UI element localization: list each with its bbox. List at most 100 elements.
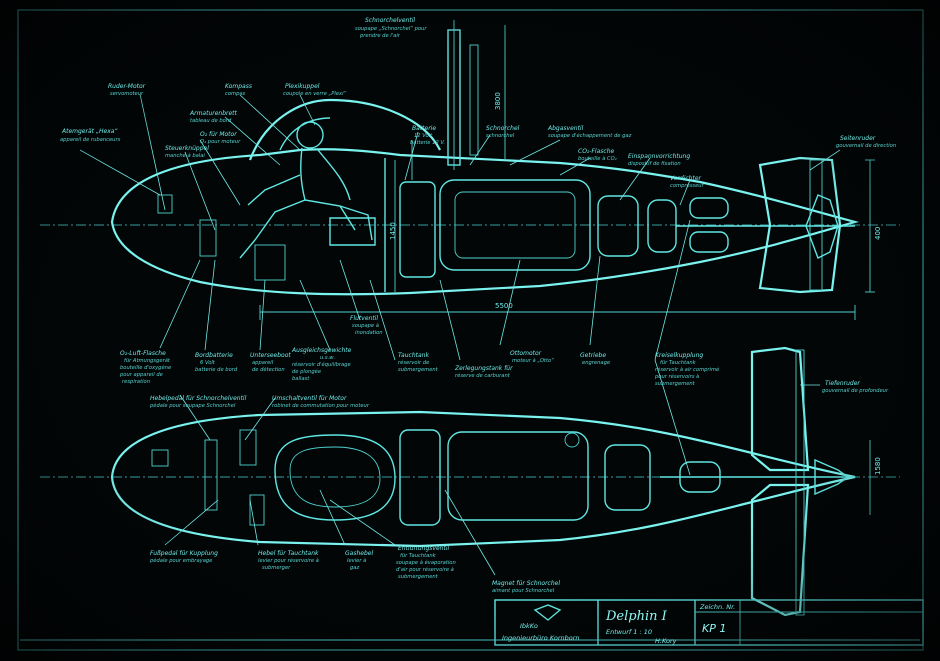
label-schnorchel-1: schnorchel	[486, 133, 515, 139]
label-bordbatterie-0: Bordbatterie	[195, 352, 233, 359]
label-ausgleich-3: de plongée	[292, 368, 321, 375]
label-kreisel-2: réservoir à air comprimé	[655, 366, 719, 373]
label-atemgeraet-1: appareil de rubanceurs	[60, 137, 121, 143]
label-einspann-1: dispositif de fixation	[628, 161, 681, 167]
label-getriebe-1: engrenage	[582, 360, 610, 366]
label-bordbatterie-2: batterie de bord	[195, 367, 238, 373]
label-tauchtank-0: Tauchtank	[398, 352, 429, 359]
label-steuerknueppel-1: manche à balai	[165, 152, 205, 159]
label-entlueft-2: soupape à évaporation	[396, 559, 456, 566]
label-gashebel-0: Gashebel	[345, 550, 373, 557]
label-seitenruder-0: Seitenruder	[840, 135, 876, 142]
label-magnet-1: aimant pour Schnorchel	[492, 588, 555, 594]
label-schnorchel-0: Schnorchel	[486, 125, 520, 132]
label-batterie-0: Batterie	[412, 125, 436, 132]
label-o2-luft-3: pour appareil de	[119, 372, 163, 378]
label-o2-luft-2: bouteille d'oxygène	[120, 364, 171, 371]
label-kreisel-1: für Tauchtank	[660, 360, 697, 366]
label-magnet-0: Magnet für Schnorchel	[492, 580, 560, 587]
label-tauchtank-2: submergement	[398, 367, 439, 373]
label-co2-flasche-1: bouteille à CO₂	[578, 155, 617, 162]
label-o2-luft-1: für Atmungsgerät	[124, 358, 171, 364]
label-ausgleich-2: réservoir d'équilibrage	[292, 361, 351, 368]
title-signature: H.Kory	[655, 637, 677, 645]
label-getriebe-0: Getriebe	[580, 352, 606, 359]
label-flutventil-0: Flutventil	[350, 315, 378, 322]
title-company: Ingenieurbüro Kornborn	[502, 634, 580, 642]
label-batterie-2: batterie 12 V.	[410, 140, 445, 146]
label-verdichter-1: compresseur	[670, 183, 705, 189]
label-armaturenbrett-0: Armaturenbrett	[189, 110, 238, 117]
label-ausgleich-1: u.s.w.	[320, 355, 335, 361]
label-seitenruder-1: gouvernail de direction	[836, 143, 896, 149]
label-umschalt-1: robinet de commutation pour moteur	[272, 403, 370, 409]
label-hebel-tauchtank-2: submerger	[262, 565, 291, 571]
labels: Schnorchelventil soupape „Schnorchel“ po…	[60, 17, 896, 645]
label-hebel-tauchtank-0: Hebel für Tauchtank	[258, 550, 319, 557]
label-entlueft-3: d'air pour réservoire à	[396, 566, 454, 573]
label-plexikuppel-0: Plexikuppel	[285, 83, 320, 90]
gear-top	[689, 197, 729, 219]
dim-height-top: 1450	[389, 222, 397, 240]
leader-lines	[79, 93, 841, 576]
label-o2-luft-4: respiration	[122, 379, 150, 385]
stern-plane-lower	[750, 483, 810, 617]
label-abgasventil-1: soupape d'échappement de gaz	[548, 132, 632, 139]
title-scale: Entwurf 1 : 10	[606, 628, 652, 636]
hull-outline-side	[110, 148, 860, 296]
stern-plane-upper	[750, 346, 810, 472]
label-o2-motor-0: O₂ für Motor	[200, 131, 237, 138]
dim-height-right: 400	[874, 227, 882, 240]
label-kompass-1: compas	[225, 91, 246, 97]
label-uboot-0: Unterseeboot	[250, 352, 291, 359]
label-handpedal-1: pédale pour soupape Schnorchel	[149, 402, 236, 409]
label-verdichter-0: Verdichter	[670, 175, 702, 182]
dim-length: 5500	[495, 302, 513, 310]
label-steuerknueppel-0: Steuerknüppel	[165, 145, 209, 152]
plan-view	[40, 346, 900, 617]
seat	[329, 217, 376, 246]
label-schnorchelventil-0: Schnorchelventil	[365, 17, 415, 24]
label-flutventil-1: soupape à	[352, 322, 379, 329]
dim-mast: 3800	[494, 92, 502, 110]
label-einspann-0: Einspannvorrichtung	[628, 153, 690, 160]
label-ausgleich-0: Ausgleichsgewichte	[291, 347, 352, 354]
label-hebel-tauchtank-1: levier pour réservoire à	[258, 557, 319, 564]
label-motor-1: réserve de carburant	[455, 372, 511, 379]
label-kreisel-4: submergement	[655, 381, 696, 387]
label-schnorchelventil-2: prendre de l'air	[359, 33, 401, 39]
label-kreisel-0: Kreiselkupplung	[655, 352, 703, 359]
company-logo-icon	[533, 604, 562, 621]
label-umschalt-0: Umschaltventil für Motor	[272, 395, 347, 402]
label-entlueft-1: für Tauchtank	[400, 553, 437, 559]
label-armaturenbrett-1: tableau de bord	[190, 118, 232, 124]
label-kreisel-3: pour réservoirs à	[654, 373, 699, 380]
label-handpedal-0: Hebelpedal für Schnorchelventil	[150, 395, 247, 402]
label-uboot-2: de détection	[252, 366, 285, 373]
title-logo-text: IbkKo	[520, 622, 538, 630]
label-otto-1: moteur à „Otto“	[512, 357, 554, 364]
label-atemgeraet-0: Atemgerät „Hexa“	[61, 128, 118, 135]
label-o2-luft-0: O₂-Luft-Flasche	[120, 350, 166, 357]
label-abgasventil-0: Abgasventil	[547, 125, 584, 132]
label-motor-0: Zerlegungstank für	[454, 365, 513, 372]
label-otto-0: Ottomotor	[510, 350, 542, 357]
label-fusspedal-1: pédale pour embrayage	[149, 557, 212, 564]
title-drawing-no-label: Zeichn. Nr.	[699, 603, 735, 611]
dim-beam: 1580	[874, 457, 882, 475]
label-entlueft-4: submergement	[398, 574, 439, 580]
label-ruder-motor-0: Ruder-Motor	[108, 83, 146, 90]
label-fusspedal-0: Fußpedal für Kupplung	[150, 550, 218, 557]
label-bordbatterie-1: 6 Volt	[200, 360, 216, 366]
label-ruder-motor-1: servomoteur	[110, 91, 144, 97]
label-batterie-1: 12 Volt	[414, 133, 433, 139]
label-uboot-1: appareil	[252, 360, 274, 366]
label-tauchtank-1: réservoir de	[398, 359, 429, 366]
label-tiefenruder-0: Tiefenruder	[825, 380, 860, 387]
title-drawing-no: KP 1	[702, 622, 726, 635]
label-tiefenruder-1: gouvernail de profondeur	[822, 388, 889, 394]
label-schnorchelventil-1: soupape „Schnorchel“ pour	[355, 26, 427, 32]
side-elevation-view	[40, 20, 900, 320]
